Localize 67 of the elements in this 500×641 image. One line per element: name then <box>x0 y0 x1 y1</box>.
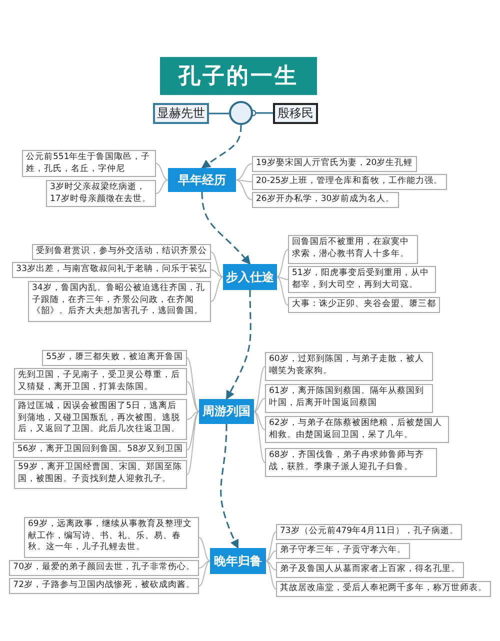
event-box: 路过匡城，因误会被围困了5日，逃离后到蒲地，又碰卫国叛乱，再次被围。逃脱后，又返回了卫国。此后几次往返卫国。 <box>14 399 187 440</box>
connector-line <box>186 411 200 475</box>
event-box: 19岁娶宋国人亓官氏为妻，20岁生孔鲤 <box>252 156 417 172</box>
event-box: 68岁，齐国伐鲁，弟子冉求帅鲁师与齐战，获胜。季康子派人迎孔子归鲁。 <box>265 448 437 477</box>
event-box: 60岁，过郑到陈国，与弟子走散，被人嘲笑为丧家狗。 <box>265 352 433 381</box>
connector-line <box>276 249 288 278</box>
event-box: 20-25岁上班，管理仓库和畜牧，工作能力强。 <box>252 174 447 190</box>
dashed-arrow <box>201 192 251 265</box>
connector-line <box>198 537 210 562</box>
event-box: 33岁出差，与南宫敬叔问礼于老聃，问乐于苌弘 <box>12 262 211 278</box>
connector-line <box>276 276 288 306</box>
event-box: 56岁，离开卫国回到鲁国。58岁又到卫国 <box>13 442 187 458</box>
connector-line <box>198 560 210 568</box>
stage-box: 早年经历 <box>168 168 236 192</box>
event-box: 26岁开办私学，30岁前成为名人。 <box>252 192 399 208</box>
connector-line <box>236 180 252 182</box>
event-box: 69岁，远离政事，继续从事教育及整理文献工作，编写诗、书、礼、乐、易、春秋。这一年，儿子孔鲤去世。 <box>24 517 199 558</box>
event-box: 弟子及鲁国人从墓而家者上百家，得名孔里。 <box>276 562 464 578</box>
connector-line <box>198 560 210 586</box>
connector-line <box>254 366 266 412</box>
center-circle <box>229 101 253 125</box>
connector-line <box>156 163 168 180</box>
stage-box: 周游列国 <box>199 399 254 424</box>
event-box: 弟子守孝三年，子贡守孝六年。 <box>276 543 410 559</box>
connector-line <box>186 411 200 450</box>
connector-line <box>266 560 276 570</box>
title-banner: 孔子的一生 <box>160 57 317 95</box>
dashed-arrow <box>226 290 252 400</box>
connector-line <box>186 358 200 412</box>
event-box: 大事：诛少正卯、夹谷会盟、隳三都 <box>288 297 440 313</box>
connector-line <box>266 560 276 590</box>
event-box: 62岁，与弟子在陈蔡被困绝粮，后被楚国人相救。由楚国返回卫国，呆了几年。 <box>265 416 449 443</box>
dashed-arrow <box>201 124 242 169</box>
connector-line <box>156 180 168 194</box>
connector-line <box>210 270 224 278</box>
dashed-arrow <box>220 424 239 549</box>
event-box: 55岁，隳三都失败，被迫离开鲁国 <box>42 350 187 366</box>
stage-box: 步入仕途 <box>223 264 277 290</box>
event-box: 61岁，离开陈国到蔡国。隔年从蔡国到叶国，后离开叶国返回蔡国 <box>265 384 433 413</box>
connector-line <box>276 276 288 280</box>
stage-box: 晚年归鲁 <box>210 548 266 574</box>
connector-line <box>186 411 200 420</box>
event-box: 先到卫国，子见南子，受卫灵公尊重，后又猜疑，离开卫国，打算去陈国。 <box>14 368 187 395</box>
connector-line <box>254 411 266 430</box>
event-box: 3岁时父亲叔梁纥病逝，17岁时母亲颜徵在去世。 <box>46 180 156 207</box>
connector-line <box>266 532 276 562</box>
event-box: 59岁，离开卫国经曹国、宋国、郑国至陈国，被围困。子贡找到楚人迎救孔子。 <box>14 460 187 489</box>
connector-line <box>266 550 276 562</box>
event-box: 70岁，最爱的弟子颜回去世，孔子非常伤心。 <box>9 560 199 576</box>
ancestry-box: 殷移民 <box>273 103 318 124</box>
connector-line <box>210 276 224 302</box>
connector-line <box>186 381 200 412</box>
connector-line <box>236 163 252 180</box>
connector-line <box>254 398 266 412</box>
event-box: 受到鲁君赏识，参与外交活动，结识齐景公 <box>32 244 211 260</box>
connector-line <box>210 252 224 278</box>
connector-line <box>254 411 266 463</box>
ancestry-box: 显赫先世 <box>153 103 209 124</box>
connector-line <box>209 112 229 114</box>
event-box: 34岁，鲁国内乱。鲁昭公被迫逃往齐国，孔子跟随，在齐三年，齐景公问政，在齐闻《韶》。后齐大夫想加害孔子，逃回鲁国。 <box>28 281 211 322</box>
event-box: 51岁，阳虎事变后受到重用，从中都宰，到大司空，再到大司寇。 <box>288 266 436 293</box>
event-box: 72岁，子路参与卫国内战惨死，被砍成肉酱。 <box>9 578 199 594</box>
event-box: 回鲁国后不被重用，在寂寞中求索，潜心教书育人十多年。 <box>288 235 418 264</box>
event-box: 73岁（公元前479年4月11日），孔子病逝。 <box>276 524 462 540</box>
event-box: 其故居改庙堂，受后人奉祀两千多年，称万世师表。 <box>276 581 491 597</box>
connector-line <box>236 180 252 200</box>
event-box: 公元前551年生于鲁国陬邑，子姓，孔氏，名丘，字仲尼 <box>22 150 156 177</box>
